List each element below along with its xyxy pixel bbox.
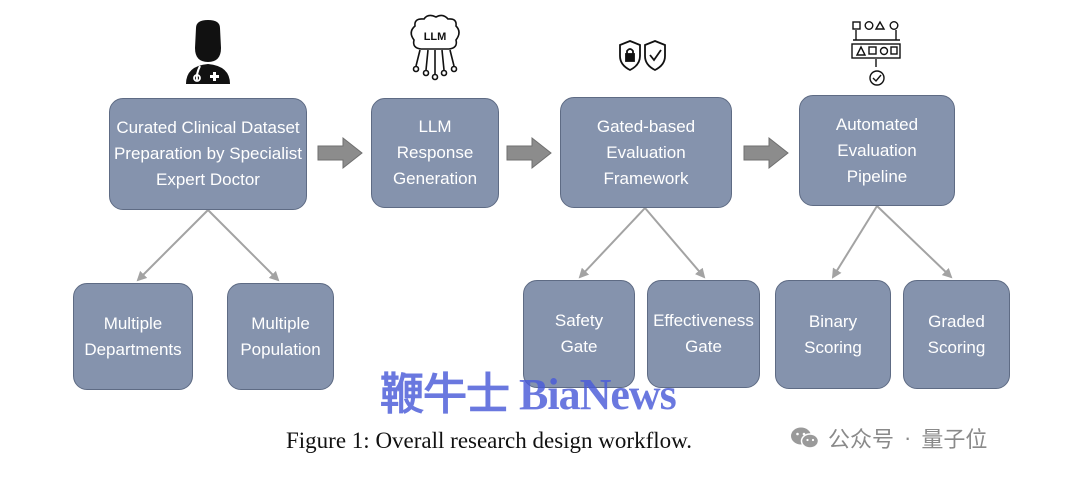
connector-automated-binary [831,205,878,279]
doctor-icon [186,20,230,84]
flow-arrow-2 [506,136,552,170]
connector-dataset-departments [136,209,209,282]
shield-gate-icons [619,40,666,72]
llm-brain-icon: LLM [410,14,460,81]
wechat-account: 量子位 [921,427,988,452]
wechat-icon [791,427,820,449]
connector-automated-graded [876,205,953,279]
figure-caption: Figure 1: Overall research design workfl… [286,428,692,453]
pipeline-flow-icon [851,20,901,86]
connector-gated-safety [578,207,646,279]
connector-gated-effectiveness [644,207,706,279]
wechat-attribution: 公众号 · 量子位 [790,423,987,453]
connector-dataset-population [207,209,280,282]
flow-arrow-1 [317,136,363,170]
bianews-watermark: 鞭牛士 BiaNews [380,370,677,419]
llm-icon-text: LLM [424,31,447,43]
wechat-separator: · [904,425,912,450]
flow-arrow-3 [743,136,789,170]
wechat-label: 公众号 [828,427,895,452]
